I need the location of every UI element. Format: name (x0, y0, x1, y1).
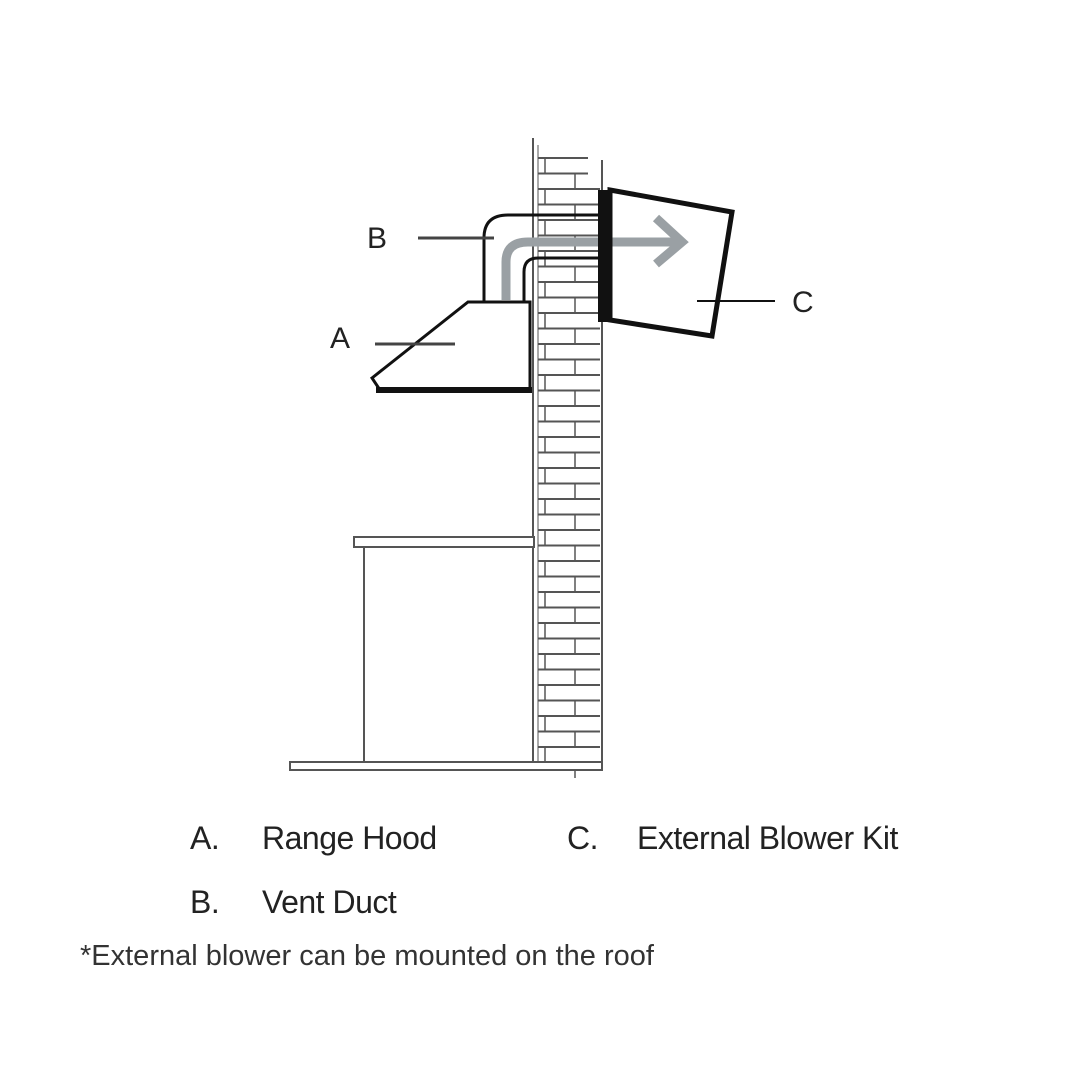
legend-key-c: C. (567, 820, 599, 856)
legend-key-a: A. (190, 820, 220, 856)
legend-label-c: External Blower Kit (637, 820, 898, 856)
vent-duct (482, 213, 600, 302)
countertop (353, 536, 535, 548)
floor (289, 761, 603, 771)
range-hood (369, 300, 532, 392)
callout-b: B (367, 222, 388, 255)
callout-c: C (792, 286, 814, 319)
brick-wall (532, 138, 603, 778)
footnote: *External blower can be mounted on the r… (80, 940, 654, 972)
airflow-arrow (501, 214, 689, 300)
legend-label-a: Range Hood (262, 820, 437, 856)
legend-key-b: B. (190, 884, 220, 920)
external-blower (607, 187, 735, 339)
callout-a: A (330, 322, 351, 355)
wall-mount-plate (598, 190, 610, 322)
legend-label-b: Vent Duct (262, 884, 397, 920)
